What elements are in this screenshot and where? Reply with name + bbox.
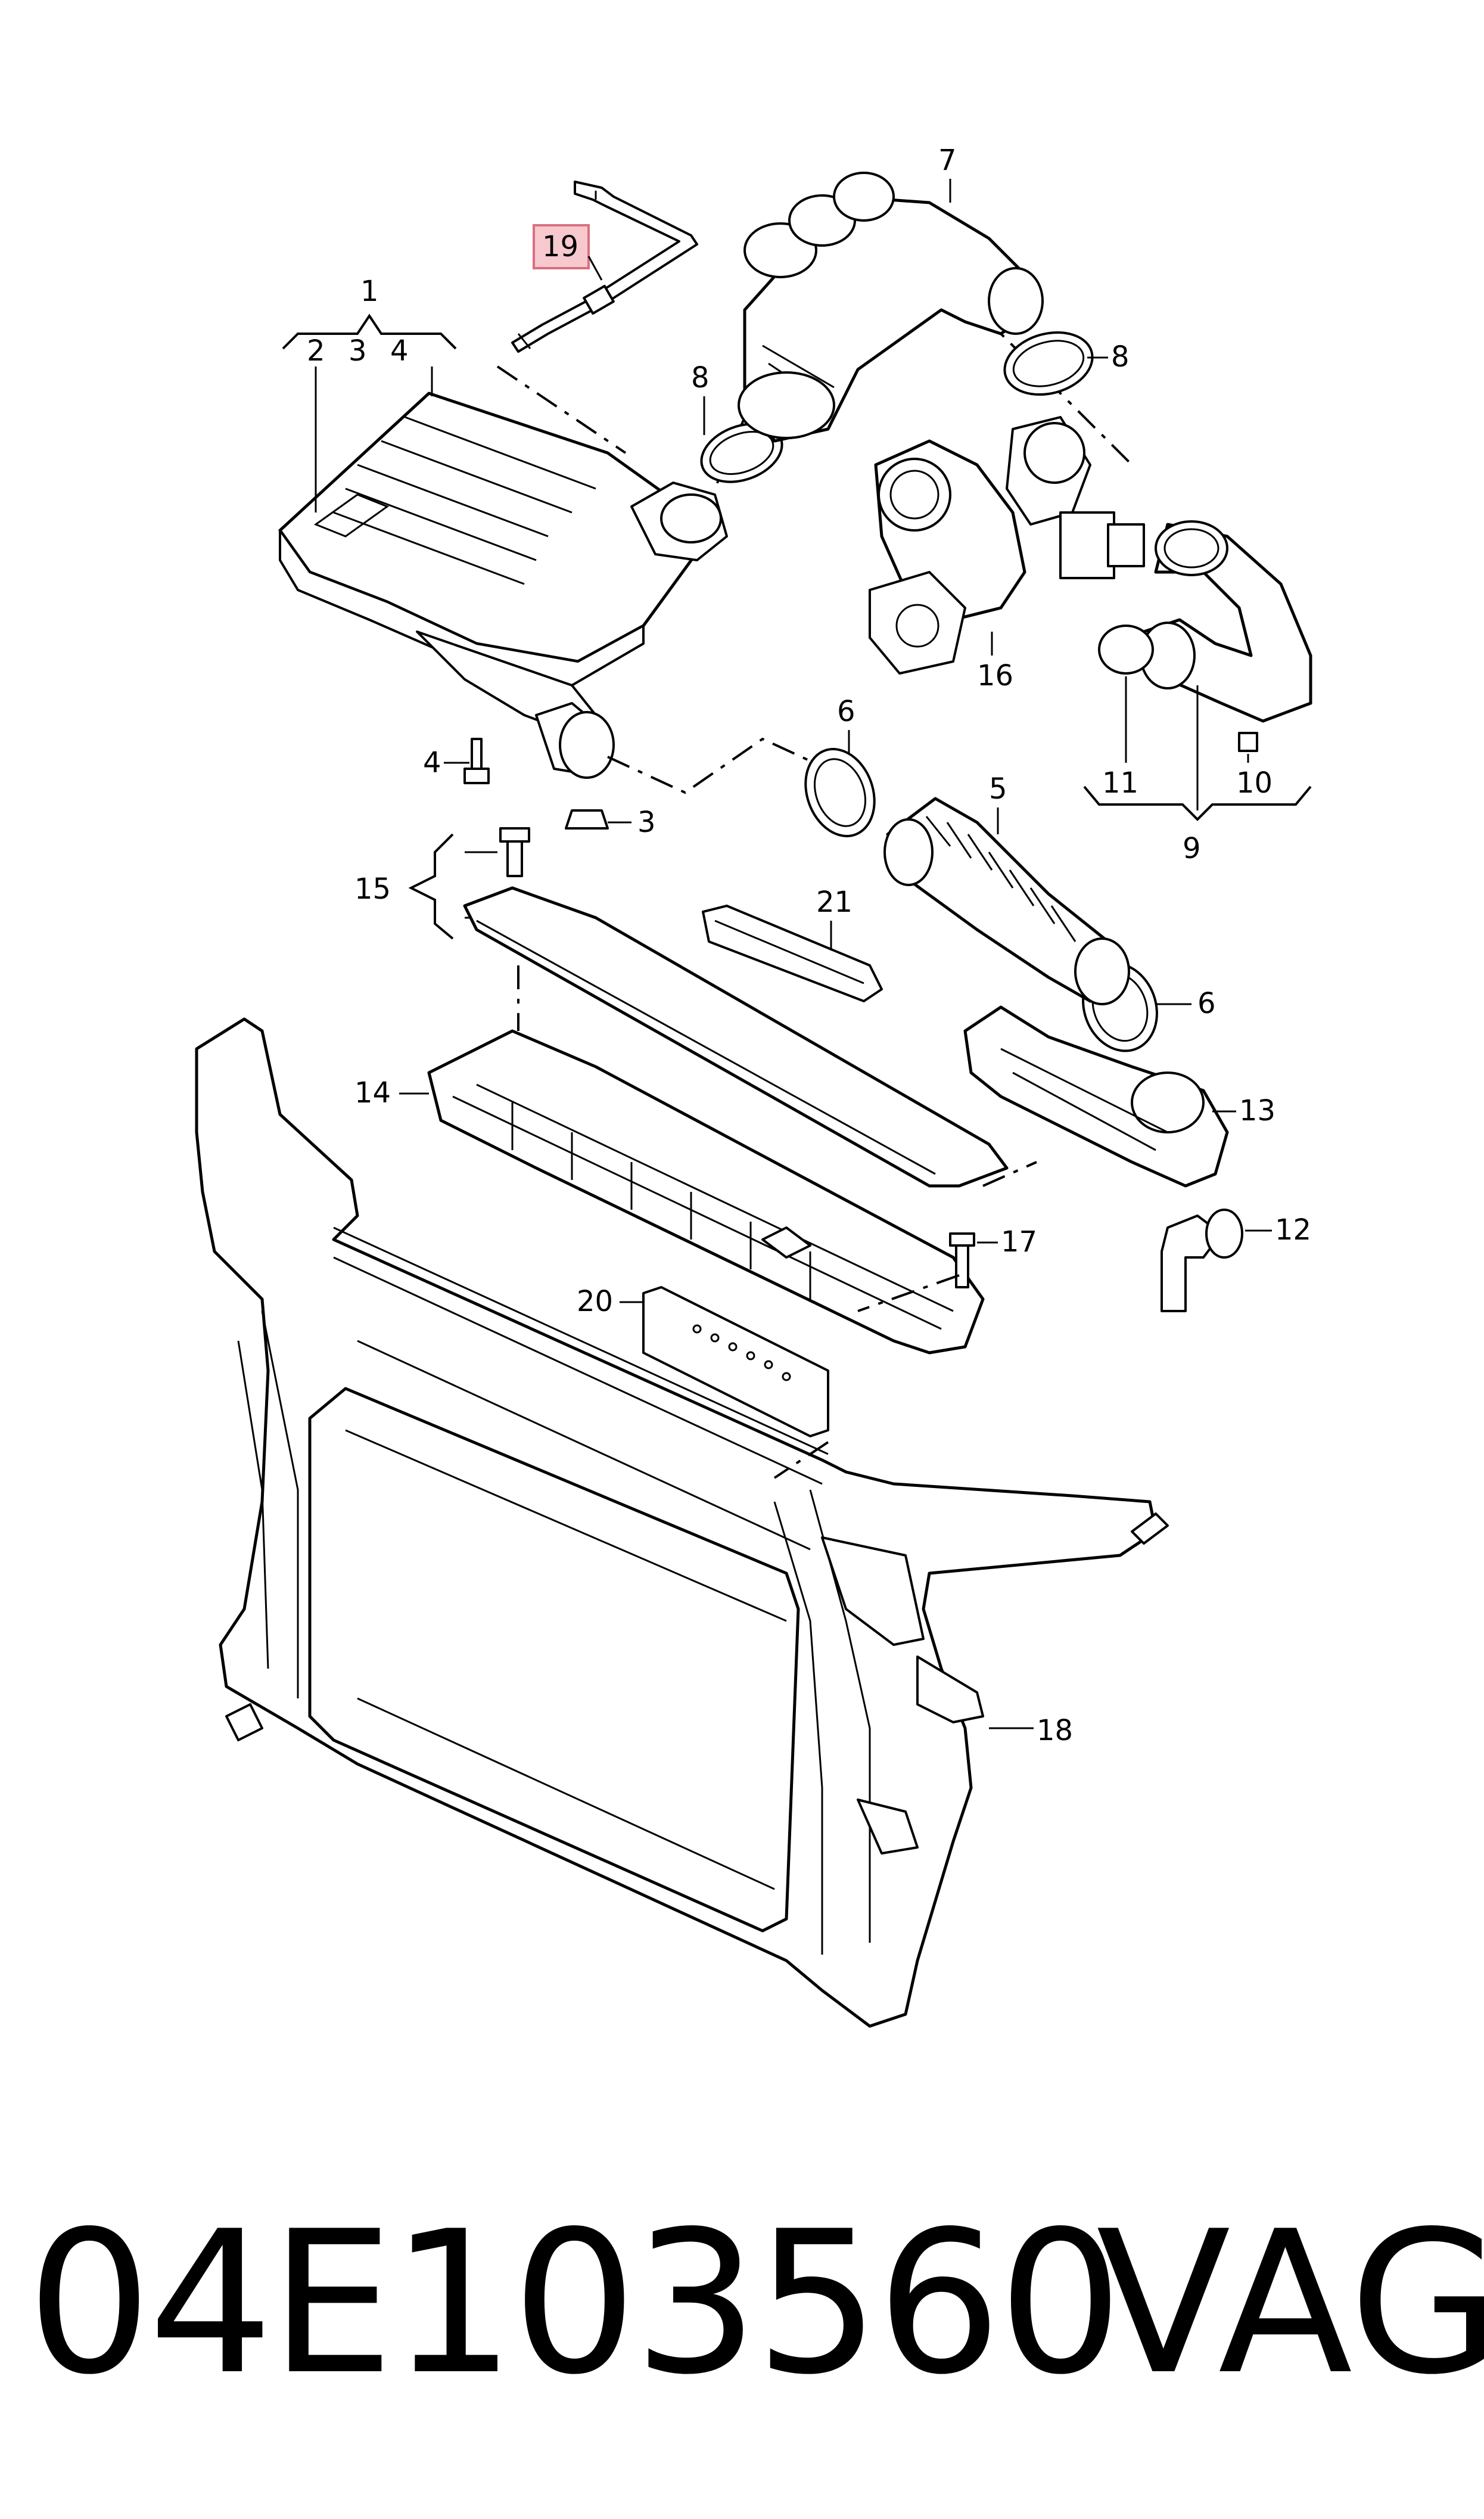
part-6-clamp-a	[804, 748, 876, 837]
callout-4: 4	[390, 334, 409, 368]
callout-6b: 6	[1197, 987, 1216, 1020]
callout-group-9: 11 10 9	[1083, 676, 1312, 865]
callout-6a: 6	[837, 695, 855, 728]
air-guide-cover	[463, 886, 1009, 1188]
callout-8b: 8	[1111, 340, 1130, 374]
part-19-breather-hose	[511, 181, 698, 353]
callout-18: 18	[1037, 1714, 1073, 1747]
callout-19: 19	[542, 230, 578, 263]
part-4-screw	[444, 738, 490, 784]
part-11-o-ring	[1098, 625, 1154, 675]
callout-19-box	[533, 224, 590, 269]
callout-7: 7	[938, 144, 957, 177]
part-8-clamp-b	[1003, 331, 1094, 396]
callout-5: 5	[989, 772, 1007, 806]
callout-4b: 4	[423, 746, 441, 779]
callout-20: 20	[577, 1285, 613, 1318]
callout-2: 2	[307, 334, 325, 368]
part-number: 04E103560	[27, 2189, 1123, 2418]
part-14-air-guide	[427, 1029, 985, 1355]
callout-14: 14	[354, 1076, 391, 1110]
callout-13: 13	[1239, 1094, 1275, 1128]
callout-group-15: 15	[354, 833, 497, 940]
callout-1: 1	[360, 275, 379, 308]
callout-12: 12	[1275, 1213, 1311, 1247]
callout-group-1: 1 2 3 4	[282, 275, 457, 513]
part-1-air-filter-housing	[278, 392, 728, 779]
callout-16: 16	[977, 659, 1013, 692]
part-3-grommet	[565, 809, 631, 830]
part-12-elbow-hose	[1161, 1209, 1243, 1312]
part-20-plate	[642, 1286, 829, 1437]
callout-11: 11	[1102, 766, 1138, 800]
parts-diagram: 19 1 2 3 4 4 3	[195, 144, 1312, 2028]
callout-15: 15	[354, 872, 391, 906]
callout-3b: 3	[637, 806, 656, 839]
part-16-throttle-assembly	[869, 416, 1145, 675]
part-18-lock-carrier	[195, 1017, 1169, 2028]
callout-9: 9	[1183, 832, 1201, 865]
callout-3: 3	[349, 334, 367, 368]
part-7-intake-pipe	[738, 172, 1044, 443]
part-13-air-duct	[963, 1005, 1229, 1188]
part-15-screw	[499, 827, 530, 877]
part-10-screw	[1238, 732, 1258, 752]
part-9-hose	[1140, 520, 1312, 723]
callout-8a: 8	[691, 361, 710, 395]
brand: VAG	[1096, 2189, 1484, 2418]
callout-17: 17	[1001, 1225, 1037, 1259]
part-21-seal	[702, 905, 883, 1002]
callout-10: 10	[1236, 766, 1273, 800]
part-5-corrugated-hose	[883, 797, 1130, 1005]
callout-21: 21	[816, 886, 853, 919]
